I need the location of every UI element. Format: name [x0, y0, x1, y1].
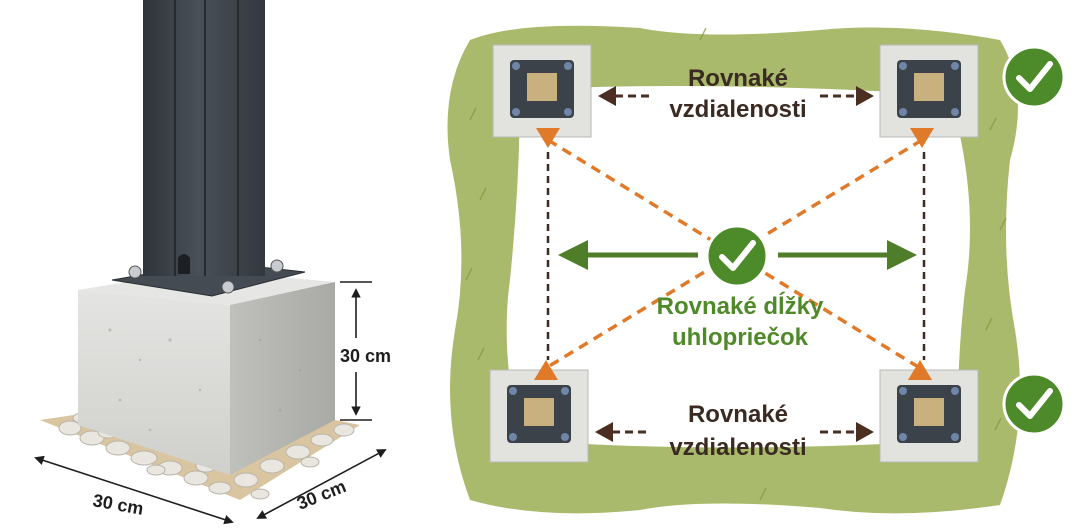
bottom-label-line2: vzdialenosti: [669, 434, 806, 461]
concrete-side-face: [230, 282, 335, 475]
top-label-line2: vzdialenosti: [669, 96, 806, 123]
check-icon: [1002, 45, 1066, 109]
green-width-arrows: [558, 240, 917, 270]
check-icon: [1002, 372, 1066, 436]
side-distance-lines: [546, 152, 926, 360]
post-grooves: [174, 0, 239, 276]
top-distance-arrows: [598, 86, 874, 106]
footing-pad-top-right: [879, 44, 979, 138]
bottom-distance-arrows: [595, 422, 874, 442]
post-footing-figure: 30 cm 30 cm 30 cm: [34, 0, 391, 525]
depth-dimension: [256, 449, 387, 519]
width-dimension: [34, 455, 234, 525]
diagonal-end-markers: [534, 128, 934, 380]
depth-label: 30 cm: [294, 476, 349, 514]
bottom-label-line1: Rovnaké: [688, 401, 788, 428]
footing-pad-top-left: [492, 44, 592, 138]
footing-layout-figure: Rovnaké vzdialenosti Rovnaké vzdialenost…: [447, 25, 1066, 514]
diagonal-lines: [545, 138, 923, 370]
height-dimension: [340, 281, 372, 421]
top-label-line1: Rovnaké: [688, 65, 788, 92]
footing-pad-bottom-right: [879, 369, 979, 463]
height-label: 30 cm: [340, 346, 391, 366]
grass-blades: [465, 27, 1007, 501]
check-icon: [705, 224, 769, 288]
concrete-texture: [108, 328, 302, 432]
footing-pad-bottom-left: [489, 369, 589, 463]
concrete-front-face: [78, 290, 230, 475]
center-label-line2: uhlopriečok: [672, 324, 809, 351]
center-label-line1: Rovnaké dĺžky: [657, 291, 824, 320]
post-slot: [178, 254, 190, 274]
width-label: 30 cm: [91, 490, 145, 519]
